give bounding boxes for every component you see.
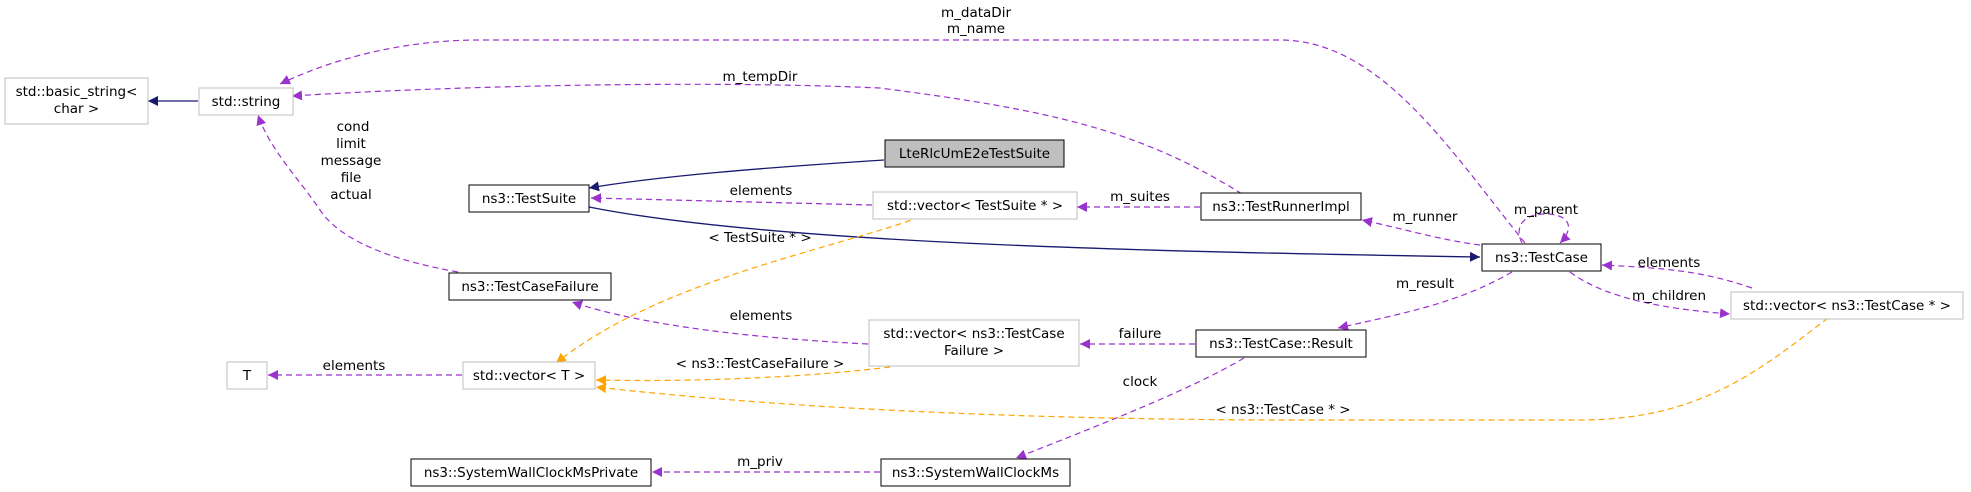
node-vector-testsuite[interactable]: std::vector< TestSuite * > — [872, 191, 1078, 220]
label-message: message — [321, 153, 382, 169]
node-t[interactable]: T — [226, 361, 268, 390]
label-actual: actual — [330, 187, 372, 203]
edge-labels: m_dataDir m_name m_tempDir cond limit me… — [321, 5, 1706, 470]
edge-test-case-result — [1337, 271, 1513, 331]
node-test-case[interactable]: ns3::TestCase — [1481, 243, 1602, 272]
label-cond: cond — [337, 119, 370, 135]
label-priv: m_priv — [737, 454, 783, 470]
label-parent: m_parent — [1514, 202, 1578, 218]
edge-result-wallclock — [1015, 357, 1245, 459]
node-vector-failure[interactable]: std::vector< ns3::TestCase Failure > — [868, 319, 1080, 367]
edge-vec-testsuite-vec-t — [555, 216, 921, 364]
node-lte-rlc-um-e2e-test-suite[interactable]: LteRlcUmE2eTestSuite — [884, 139, 1065, 168]
label-clock: clock — [1123, 374, 1158, 390]
node-std-string[interactable]: std::string — [198, 87, 294, 116]
node-test-suite[interactable]: ns3::TestSuite — [468, 184, 590, 213]
node-test-case-result[interactable]: ns3::TestCase::Result — [1195, 329, 1367, 358]
edge-test-case-parent-self — [1518, 213, 1571, 244]
label-suite-elements: elements — [730, 183, 793, 199]
edge-vec-failure-failure — [571, 300, 869, 345]
node-lte-suite-label: LteRlcUmE2eTestSuite — [899, 146, 1050, 162]
edge-vec-failure-vec-t — [595, 366, 891, 386]
node-vector-t[interactable]: std::vector< T > — [462, 361, 596, 390]
label-suites: m_suites — [1110, 189, 1170, 205]
edge-vec-testsuite-test-suite — [590, 193, 873, 206]
node-basic-string-label-1: std::basic_string< — [16, 84, 138, 100]
node-basic-string-label-2: char > — [54, 101, 99, 117]
node-vector-t-label: std::vector< T > — [473, 368, 585, 384]
node-test-runner-impl[interactable]: ns3::TestRunnerImpl — [1200, 192, 1362, 221]
node-vector-failure-label-2: Failure > — [944, 343, 1004, 359]
node-test-case-label: ns3::TestCase — [1495, 250, 1588, 266]
label-case-elements: elements — [1638, 255, 1701, 271]
label-limit: limit — [336, 136, 366, 152]
node-vector-testcase-label: std::vector< ns3::TestCase * > — [1743, 298, 1951, 314]
node-wallclock[interactable]: ns3::SystemWallClockMs — [880, 458, 1071, 487]
label-name: m_name — [947, 21, 1005, 37]
label-children: m_children — [1632, 288, 1706, 304]
edge-test-suite-test-case — [588, 206, 1481, 262]
edge-test-case-vec-testcase — [1569, 271, 1731, 319]
node-result-label: ns3::TestCase::Result — [1209, 336, 1353, 352]
nodes: std::basic_string< char > std::string Lt… — [4, 77, 1964, 487]
label-file: file — [341, 170, 362, 186]
edge-lte-suite-test-suite — [588, 159, 885, 192]
label-testcase-template: < ns3::TestCase * > — [1215, 402, 1350, 418]
edge-runner-string-tempdir — [291, 83, 1243, 195]
node-test-case-failure[interactable]: ns3::TestCaseFailure — [448, 272, 612, 301]
label-failure: failure — [1119, 326, 1162, 342]
edge-vec-testcase-test-case — [1601, 260, 1753, 289]
node-test-suite-label: ns3::TestSuite — [482, 191, 576, 207]
label-datadir: m_dataDir — [941, 5, 1011, 21]
label-failure-elements: elements — [730, 308, 793, 324]
node-t-label: T — [242, 368, 252, 384]
node-wallclock-private-label: ns3::SystemWallClockMsPrivate — [424, 465, 638, 481]
node-vector-testsuite-label: std::vector< TestSuite * > — [887, 198, 1063, 214]
node-vector-testcase[interactable]: std::vector< ns3::TestCase * > — [1730, 291, 1964, 320]
node-basic-string[interactable]: std::basic_string< char > — [4, 77, 149, 125]
edge-vec-testcase-vec-t — [595, 317, 1829, 421]
label-result: m_result — [1396, 276, 1454, 292]
edge-failure-string — [256, 114, 459, 273]
label-failure-template: < ns3::TestCaseFailure > — [676, 356, 845, 372]
edge-test-case-string-datadir — [279, 39, 1526, 244]
label-t-elements: elements — [323, 358, 386, 374]
edge-test-case-runner — [1361, 217, 1481, 246]
node-runner-impl-label: ns3::TestRunnerImpl — [1212, 199, 1350, 215]
node-test-case-failure-label: ns3::TestCaseFailure — [461, 279, 598, 295]
node-wallclock-label: ns3::SystemWallClockMs — [892, 465, 1059, 481]
label-runner: m_runner — [1393, 209, 1458, 225]
node-vector-failure-label-1: std::vector< ns3::TestCase — [883, 326, 1064, 342]
label-tempdir: m_tempDir — [723, 69, 798, 85]
node-std-string-label: std::string — [212, 94, 281, 110]
node-wallclock-private[interactable]: ns3::SystemWallClockMsPrivate — [410, 458, 652, 487]
edges — [148, 39, 1829, 477]
label-testsuite-template: < TestSuite * > — [708, 230, 811, 246]
